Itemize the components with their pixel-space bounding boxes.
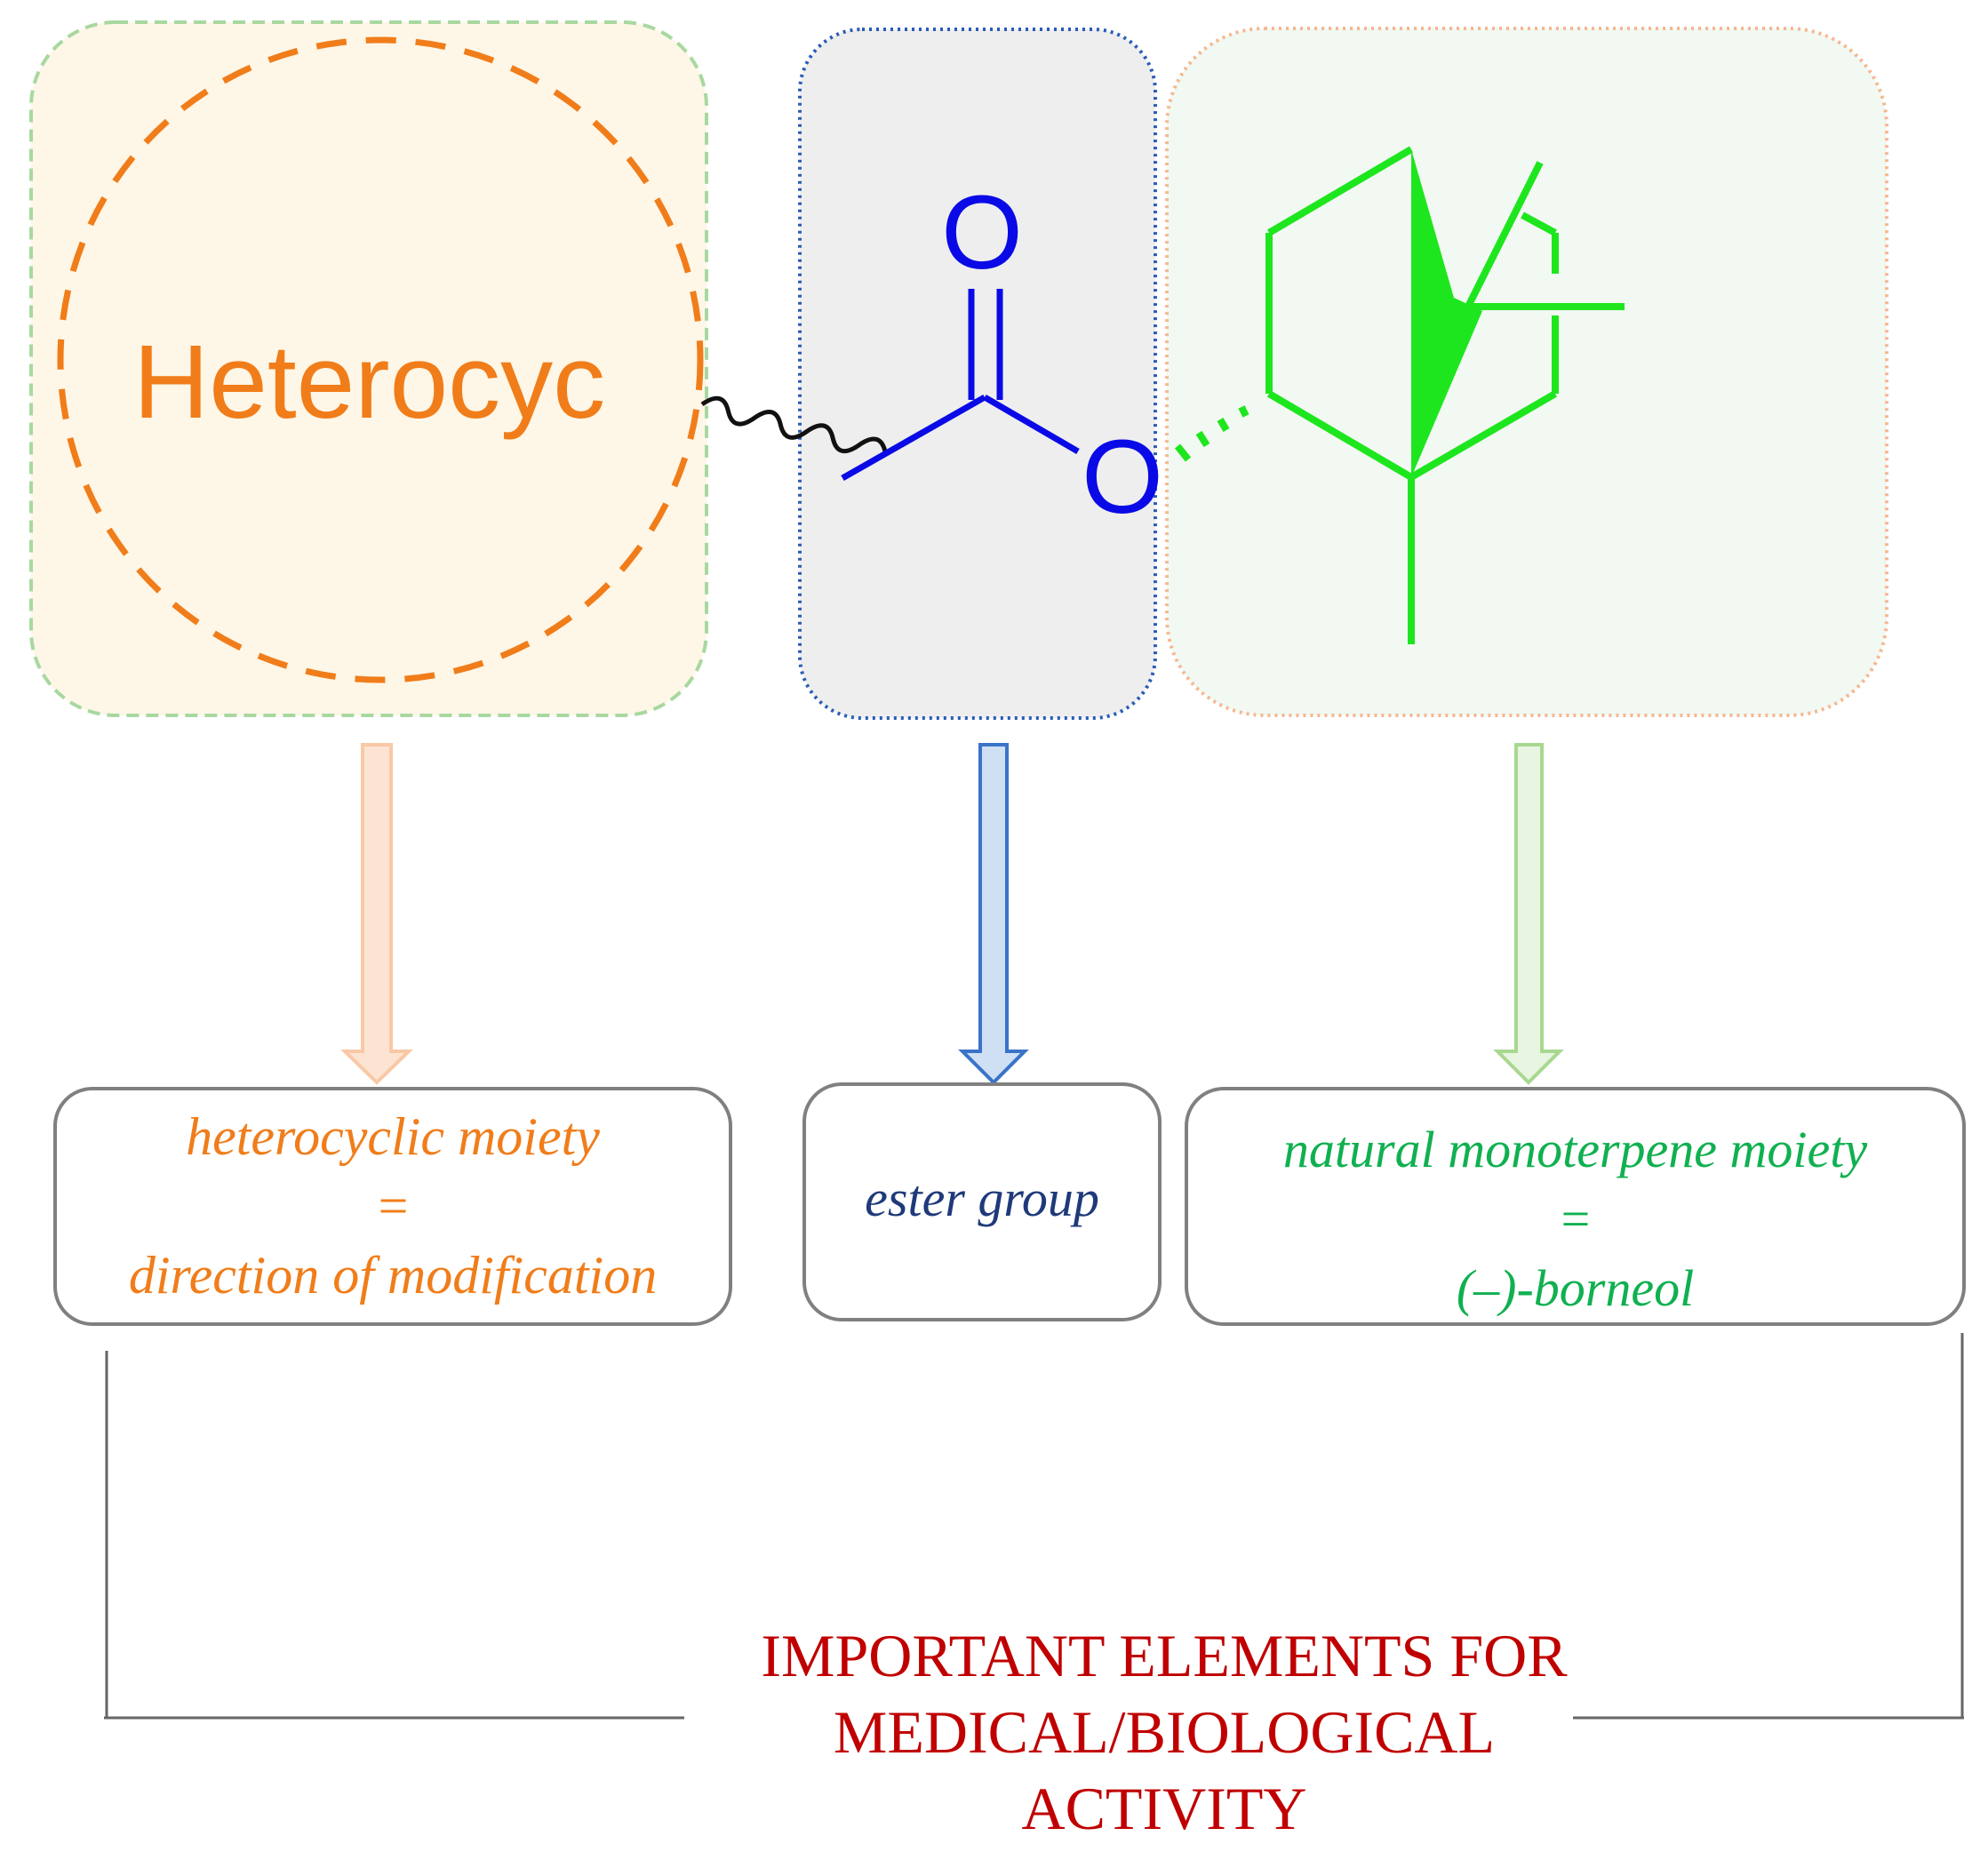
summary-line2: MEDICAL/BIOLOGICAL [833,1698,1496,1766]
monoterpene-label-equals: = [1557,1190,1593,1248]
carbonyl-oxygen: O [941,174,1023,291]
heterocycle-arrow [340,743,413,1085]
heterocycle-ring [57,36,704,683]
wavy-bond [700,395,888,454]
monoterpene-label: natural monoterpene moiety = (–)-borneol [1186,1115,1964,1323]
ester-label-line1: ester group [865,1169,1099,1227]
summary-line1: IMPORTANT ELEMENTS FOR [761,1622,1568,1689]
monoterpene-arrow [1493,743,1564,1085]
c-c-bond [841,394,986,482]
ester-panel [798,28,1157,720]
ester-arrow [958,743,1029,1085]
heterocyclic-label-box [53,1087,732,1326]
heterocyclic-label-line1: heterocyclic moiety [186,1107,600,1166]
heterocyclic-label: heterocyclic moiety = direction of modif… [55,1102,731,1310]
heterocycle-panel [29,20,708,717]
borneol-skeleton [1265,146,1625,644]
monoterpene-label-box [1185,1087,1966,1326]
monoterpene-label-line1: natural monoterpene moiety [1282,1121,1868,1178]
heterocyclic-label-line2: direction of modification [128,1246,658,1305]
hashed-wedge-bond [1174,405,1249,462]
summary-line3: ACTIVITY [1021,1775,1307,1842]
c-o-bond [983,394,1080,455]
heterocyclic-label-equals: = [374,1177,411,1235]
ester-label-box [802,1082,1162,1321]
ester-label: ester group [804,1164,1160,1233]
monoterpene-label-line2: (–)-borneol [1456,1259,1695,1317]
heterocycle-label: Heterocyc [133,323,606,441]
summary-text: IMPORTANT ELEMENTS FOR MEDICAL/BIOLOGICA… [693,1617,1635,1847]
monoterpene-panel [1165,27,1888,717]
bracket [104,1333,1964,1720]
ester-oxygen: O [1082,419,1163,536]
bold-wedge-bond [1411,149,1482,477]
